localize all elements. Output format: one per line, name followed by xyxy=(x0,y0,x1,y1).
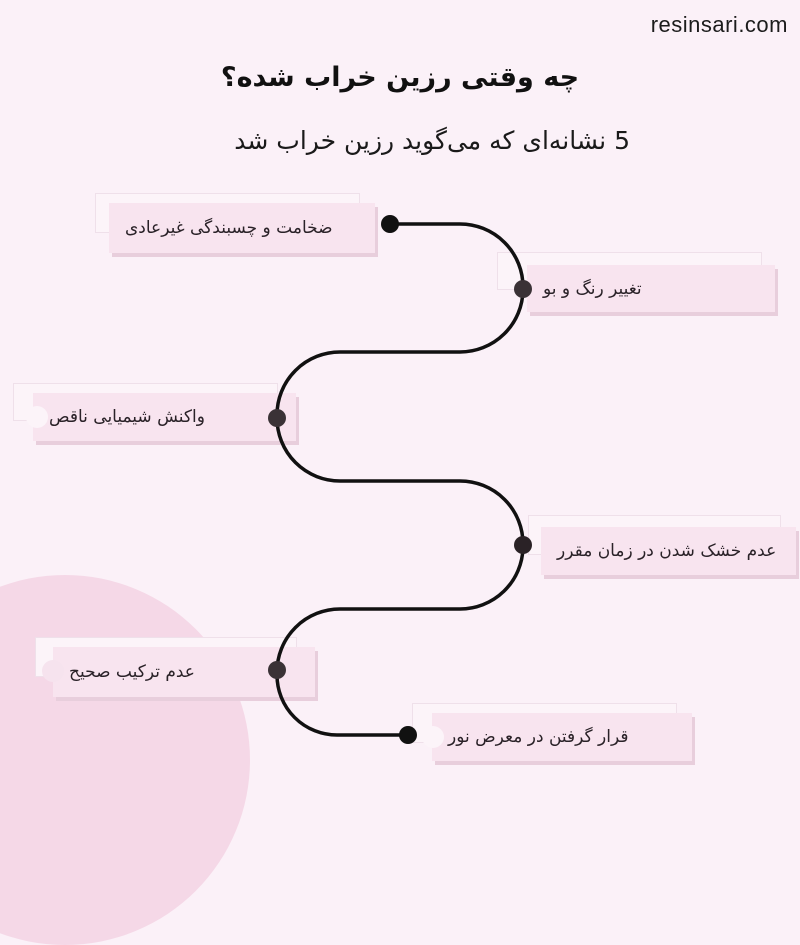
timeline-dot-4 xyxy=(514,536,532,554)
sign-label: تغییر رنگ و بو xyxy=(543,278,642,299)
timeline-dot-2 xyxy=(514,280,532,298)
timeline-path xyxy=(268,215,532,744)
sign-label: ضخامت و چسبندگی غیرعادی xyxy=(125,218,333,238)
page-title: چه وقتی رزین خراب شده؟ xyxy=(220,62,580,93)
page-subtitle: 5 نشانه‌ای که می‌گوید رزین خراب شد xyxy=(234,126,630,155)
timeline-dot-3 xyxy=(268,409,286,427)
timeline-dot-1 xyxy=(381,215,399,233)
timeline-dot-5 xyxy=(268,661,286,679)
sign-label: قرار گرفتن در معرض نور xyxy=(448,727,629,747)
site-url: resinsari.com xyxy=(650,12,788,37)
sign-label: عدم ترکیب صحیح xyxy=(69,662,195,682)
sign-label: واکنش شیمیایی ناقص xyxy=(49,407,205,427)
timeline-dot-6 xyxy=(399,726,417,744)
sign-label: عدم خشک شدن در زمان مقرر xyxy=(557,541,777,561)
